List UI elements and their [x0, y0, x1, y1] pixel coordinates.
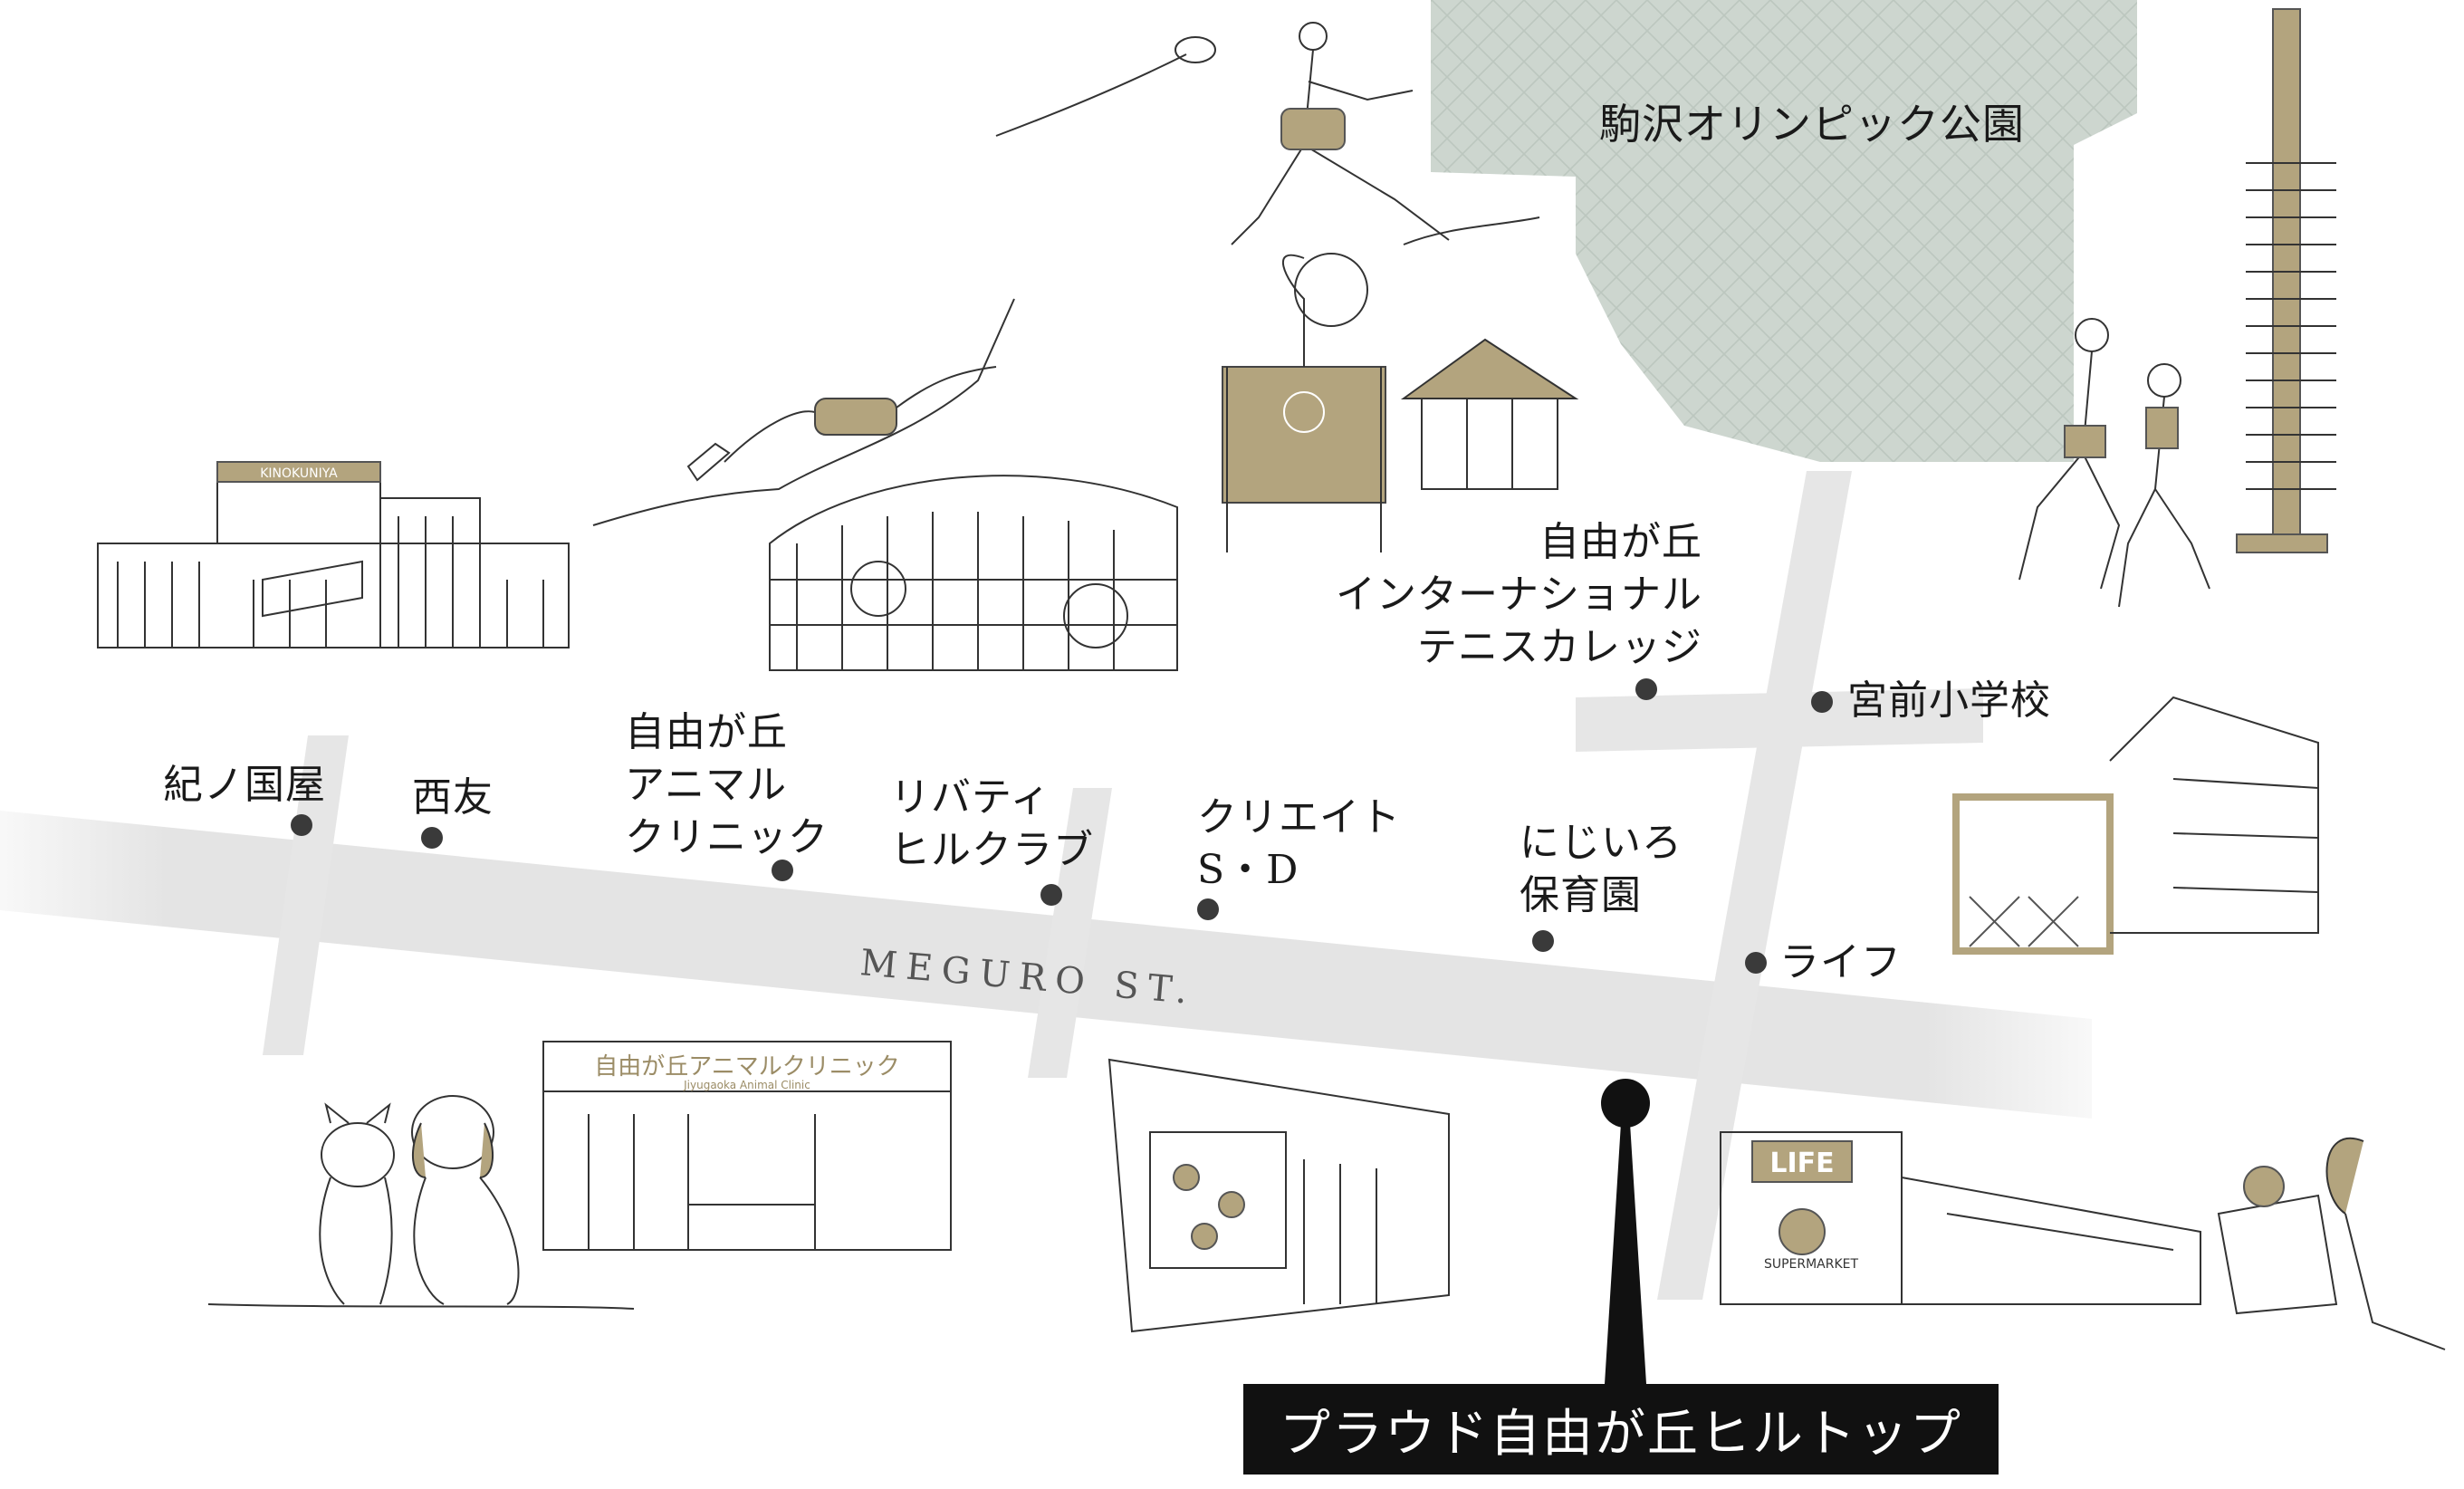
life-dot-icon[interactable] [1745, 952, 1767, 974]
komazawa-tower-illustration [2236, 8, 2336, 553]
kinokuniya-label: 紀ノ国屋 [163, 762, 326, 808]
animal-clinic-dot-icon[interactable] [772, 860, 793, 881]
life-sub: SUPERMARKET [1764, 1257, 1859, 1272]
shopper-illustration [2217, 1138, 2446, 1350]
road-north-3 [1657, 471, 1852, 1300]
kinokuniya-sign: KINOKUNIYA [260, 466, 338, 481]
park-name: 駒沢オリンピック公園 [1599, 100, 2025, 149]
location-pin-icon[interactable] [1601, 1079, 1650, 1384]
komazawa-park-area [1431, 0, 2137, 462]
swimmer-illustration [592, 298, 1015, 526]
property-banner[interactable]: プラウド自由が丘ヒルトップ [1243, 1384, 1999, 1475]
clinic-sign: 自由が丘アニマルクリニック [594, 1053, 899, 1081]
animal-clinic-label: 自由が丘 アニマル クリニック [625, 709, 829, 860]
nijiiro-nursery-dot-icon[interactable] [1532, 930, 1554, 952]
runners-illustration [2018, 318, 2210, 608]
tennis-college-label: 自由が丘 インターナショナル テニスカレッジ [1336, 519, 1702, 670]
life-supermarket-illustration: LIFE SUPERMARKET [1720, 1131, 2201, 1305]
animal-clinic-illustration: 自由が丘アニマルクリニック Jiyugaoka Animal Clinic [542, 1041, 952, 1251]
life-label: ライフ [1779, 939, 1902, 985]
cat-and-dog-illustration [207, 1095, 635, 1310]
seiyu-label: 西友 [412, 774, 494, 821]
nijiiro-nursery-illustration [1107, 1058, 1450, 1333]
road-cross-east [1576, 688, 1983, 752]
create-sd-label: クリエイト S・D [1197, 794, 1401, 893]
miyamae-school-illustration [1952, 696, 2319, 955]
nijiiro-nursery-label: にじいろ 保育園 [1520, 820, 1683, 918]
tennis-college-dot-icon[interactable] [1635, 678, 1657, 700]
place-markers [291, 678, 1833, 974]
kinokuniya-dot-icon[interactable] [291, 814, 312, 836]
clinic-sign-sub: Jiyugaoka Animal Clinic [683, 1079, 810, 1091]
tennis-college-illustration [1222, 253, 1579, 552]
miyamae-school-dot-icon[interactable] [1811, 691, 1833, 713]
create-sd-dot-icon[interactable] [1197, 898, 1219, 920]
miyamae-school-label: 宮前小学校 [1847, 677, 2051, 724]
liberty-hill-club-label: リバティ ヒルクラブ [890, 774, 1094, 873]
life-logo: LIFE [1769, 1148, 1834, 1179]
road-north-2 [1028, 788, 1112, 1078]
kinokuniya-illustration: KINOKUNIYA [97, 461, 570, 648]
property-name: プラウド自由が丘ヒルトップ [1280, 1404, 1962, 1464]
liberty-hill-club-illustration [769, 475, 1178, 671]
seiyu-dot-icon[interactable] [421, 827, 443, 849]
roads [0, 471, 2092, 1300]
road-north-1 [263, 735, 349, 1055]
liberty-hill-club-dot-icon[interactable] [1040, 884, 1062, 906]
tennis-player-illustration [995, 22, 1540, 245]
